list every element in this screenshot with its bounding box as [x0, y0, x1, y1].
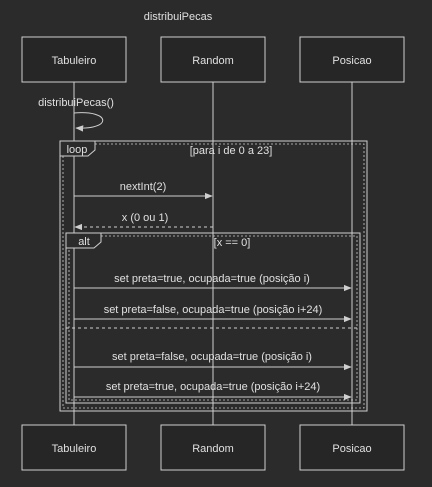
- participant-label: Tabuleiro: [52, 443, 97, 455]
- self-call-label: distribuiPecas(): [38, 97, 114, 109]
- participant-label: Posicao: [332, 55, 371, 67]
- loop-guard: [para i de 0 a 23]: [190, 145, 273, 157]
- message-label: set preta=false, ocupada=true (posição i…: [104, 304, 323, 316]
- alt-frame: alt [x == 0]: [65, 232, 361, 404]
- loop-keyword: loop: [67, 144, 88, 156]
- participant-label: Random: [192, 55, 234, 67]
- participant-label: Tabuleiro: [52, 55, 97, 67]
- self-call-arrow: [73, 112, 104, 132]
- message-label: x (0 ou 1): [122, 212, 168, 224]
- message-label: nextInt(2): [120, 181, 166, 193]
- message-label: set preta=true, ocupada=true (posição i): [114, 273, 310, 285]
- participant-label: Random: [192, 443, 234, 455]
- diagram-title: distribuiPecas: [144, 11, 213, 23]
- participant-tabuleiro-top[interactable]: Tabuleiro: [21, 36, 127, 83]
- message-label: set preta=true, ocupada=true (posição i+…: [106, 381, 320, 393]
- participant-tabuleiro-bottom[interactable]: Tabuleiro: [21, 424, 127, 471]
- participant-random-bottom[interactable]: Random: [160, 424, 266, 471]
- participant-label: Posicao: [332, 443, 371, 455]
- alt-guard: [x == 0]: [214, 237, 251, 249]
- loop-frame: loop [para i de 0 a 23]: [59, 140, 368, 412]
- participant-posicao-bottom[interactable]: Posicao: [299, 424, 405, 471]
- message-label: set preta=false, ocupada=true (posição i…: [112, 351, 312, 363]
- alt-keyword: alt: [78, 236, 90, 248]
- participant-posicao-top[interactable]: Posicao: [299, 36, 405, 83]
- participant-random-top[interactable]: Random: [160, 36, 266, 83]
